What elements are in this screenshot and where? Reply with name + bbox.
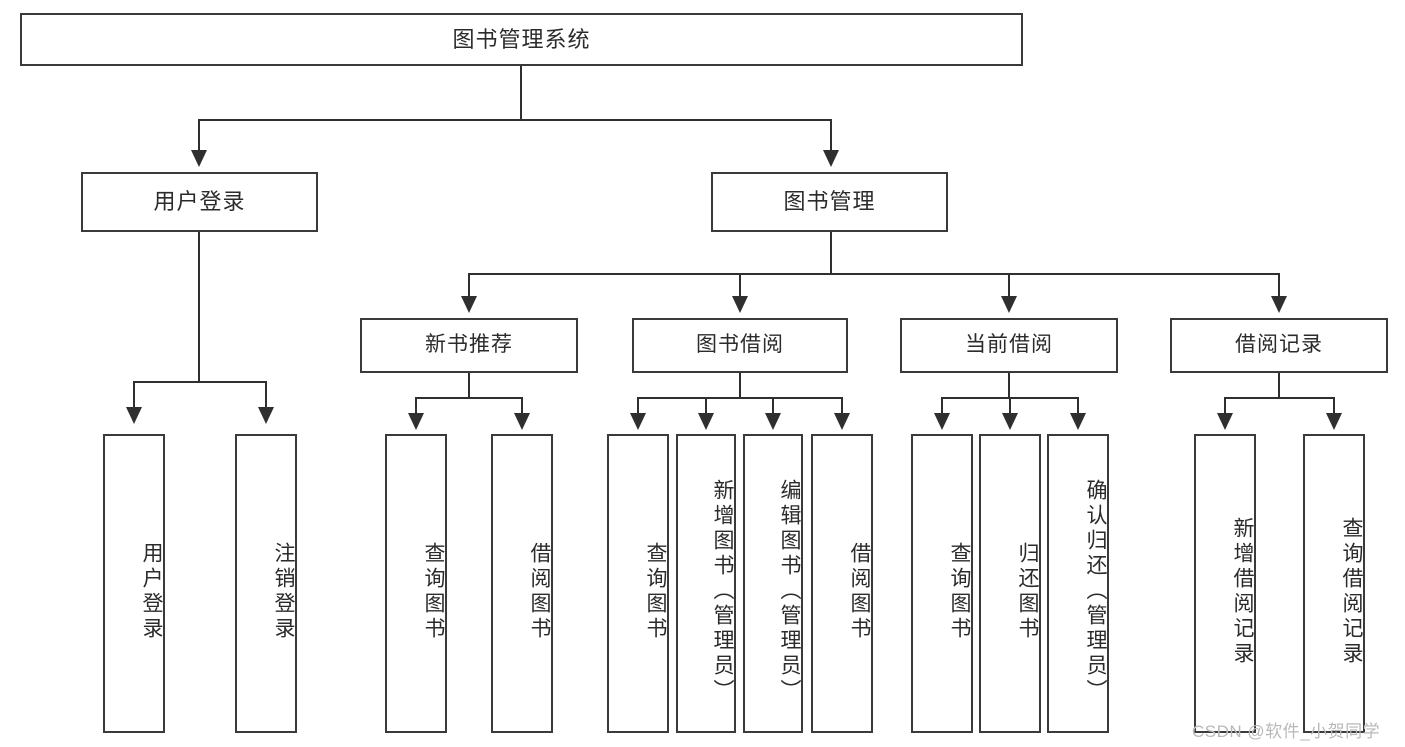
- leaf-br-add-record[interactable]: 新增借阅记录: [1194, 434, 1256, 733]
- connector-book-management-stem: [830, 232, 832, 274]
- connector-drop-cb-return: [1009, 397, 1011, 415]
- leaf-bb-edit-book[interactable]: 编辑图书（管理员）: [743, 434, 803, 733]
- connector-drop-bb-add: [705, 397, 707, 415]
- connector-drop-leaf-logout: [265, 381, 267, 409]
- connector-drop-bb-query: [637, 397, 639, 415]
- connector-drop-leaf-user-login: [133, 381, 135, 409]
- leaf-cb-query-book[interactable]: 查询图书: [911, 434, 973, 733]
- arrow-bb-edit-book: [765, 413, 781, 430]
- connector-drop-br-query: [1333, 397, 1335, 415]
- connector-book-management-bus: [468, 273, 1279, 275]
- connector-drop-br-add: [1224, 397, 1226, 415]
- arrow-leaf-user-login: [126, 407, 142, 424]
- leaf-logout[interactable]: 注销登录: [235, 434, 297, 733]
- leaf-bb-borrow-book[interactable]: 借阅图书: [811, 434, 873, 733]
- arrow-nbr-query-book: [408, 413, 424, 430]
- arrow-cb-confirm-return: [1070, 413, 1086, 430]
- arrow-bb-query-book: [630, 413, 646, 430]
- connector-current-borrow-stem: [1008, 373, 1010, 398]
- arrow-bb-borrow-book: [834, 413, 850, 430]
- arrow-borrow-record: [1271, 296, 1287, 313]
- connector-borrow-record-stem: [1278, 373, 1280, 398]
- connector-drop-cb-query: [941, 397, 943, 415]
- connector-user-login-bus: [133, 381, 267, 383]
- leaf-bb-add-book[interactable]: 新增图书（管理员）: [676, 434, 736, 733]
- arrow-book-management: [823, 150, 839, 167]
- arrow-user-login: [191, 150, 207, 167]
- node-book-borrow[interactable]: 图书借阅: [632, 318, 848, 373]
- connector-book-borrow-bus: [637, 397, 843, 399]
- connector-drop-user-login: [198, 119, 200, 152]
- arrow-bb-add-book: [698, 413, 714, 430]
- node-root-book-management-system[interactable]: 图书管理系统: [20, 13, 1023, 66]
- connector-user-login-stem: [198, 232, 200, 382]
- connector-drop-book-management: [830, 119, 832, 152]
- node-current-borrow[interactable]: 当前借阅: [900, 318, 1118, 373]
- arrow-current-borrow: [1001, 296, 1017, 313]
- leaf-br-query-record[interactable]: 查询借阅记录: [1303, 434, 1365, 733]
- connector-drop-nbr-query: [415, 397, 417, 415]
- node-new-book-recommend[interactable]: 新书推荐: [360, 318, 578, 373]
- arrow-br-query-record: [1326, 413, 1342, 430]
- connector-drop-borrow-record: [1278, 273, 1280, 298]
- arrow-new-book-recommend: [461, 296, 477, 313]
- connector-drop-bb-borrow: [841, 397, 843, 415]
- leaf-nbr-borrow-book[interactable]: 借阅图书: [491, 434, 553, 733]
- leaf-nbr-query-book[interactable]: 查询图书: [385, 434, 447, 733]
- leaf-cb-confirm-return[interactable]: 确认归还（管理员）: [1047, 434, 1109, 733]
- connector-borrow-record-bus: [1224, 397, 1334, 399]
- arrow-leaf-logout: [258, 407, 274, 424]
- connector-drop-nbr-borrow: [521, 397, 523, 415]
- node-user-login[interactable]: 用户登录: [81, 172, 318, 232]
- arrow-cb-return-book: [1002, 413, 1018, 430]
- connector-drop-cb-confirm: [1077, 397, 1079, 415]
- arrow-br-add-record: [1217, 413, 1233, 430]
- arrow-cb-query-book: [934, 413, 950, 430]
- connector-drop-current-borrow: [1008, 273, 1010, 298]
- connector-book-borrow-stem: [739, 373, 741, 398]
- leaf-cb-return-book[interactable]: 归还图书: [979, 434, 1041, 733]
- connector-drop-new-book: [468, 273, 470, 298]
- arrow-book-borrow: [732, 296, 748, 313]
- leaf-user-login[interactable]: 用户登录: [103, 434, 165, 733]
- node-book-management[interactable]: 图书管理: [711, 172, 948, 232]
- connector-new-book-stem: [468, 373, 470, 398]
- leaf-bb-query-book[interactable]: 查询图书: [607, 434, 669, 733]
- connector-root-bus: [198, 119, 832, 121]
- connector-new-book-bus: [415, 397, 522, 399]
- connector-root-stem: [520, 66, 522, 120]
- connector-drop-book-borrow: [739, 273, 741, 298]
- arrow-nbr-borrow-book: [514, 413, 530, 430]
- csdn-watermark: CSDN @软件_小贺同学: [1192, 722, 1381, 741]
- node-borrow-record[interactable]: 借阅记录: [1170, 318, 1388, 373]
- connector-drop-bb-edit: [772, 397, 774, 415]
